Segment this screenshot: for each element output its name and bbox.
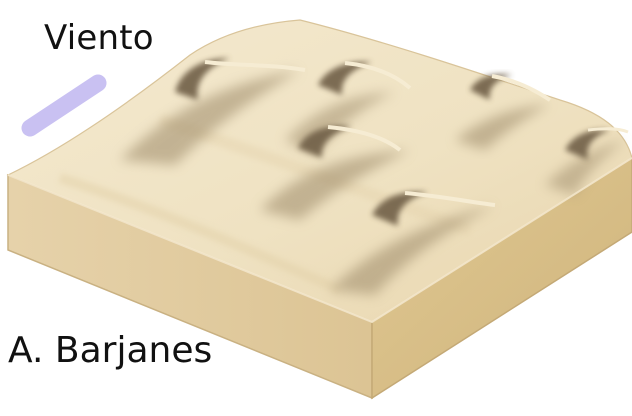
wind-arrow bbox=[30, 83, 98, 128]
figure-title: A. Barjanes bbox=[8, 330, 212, 371]
wind-label: Viento bbox=[44, 18, 154, 58]
